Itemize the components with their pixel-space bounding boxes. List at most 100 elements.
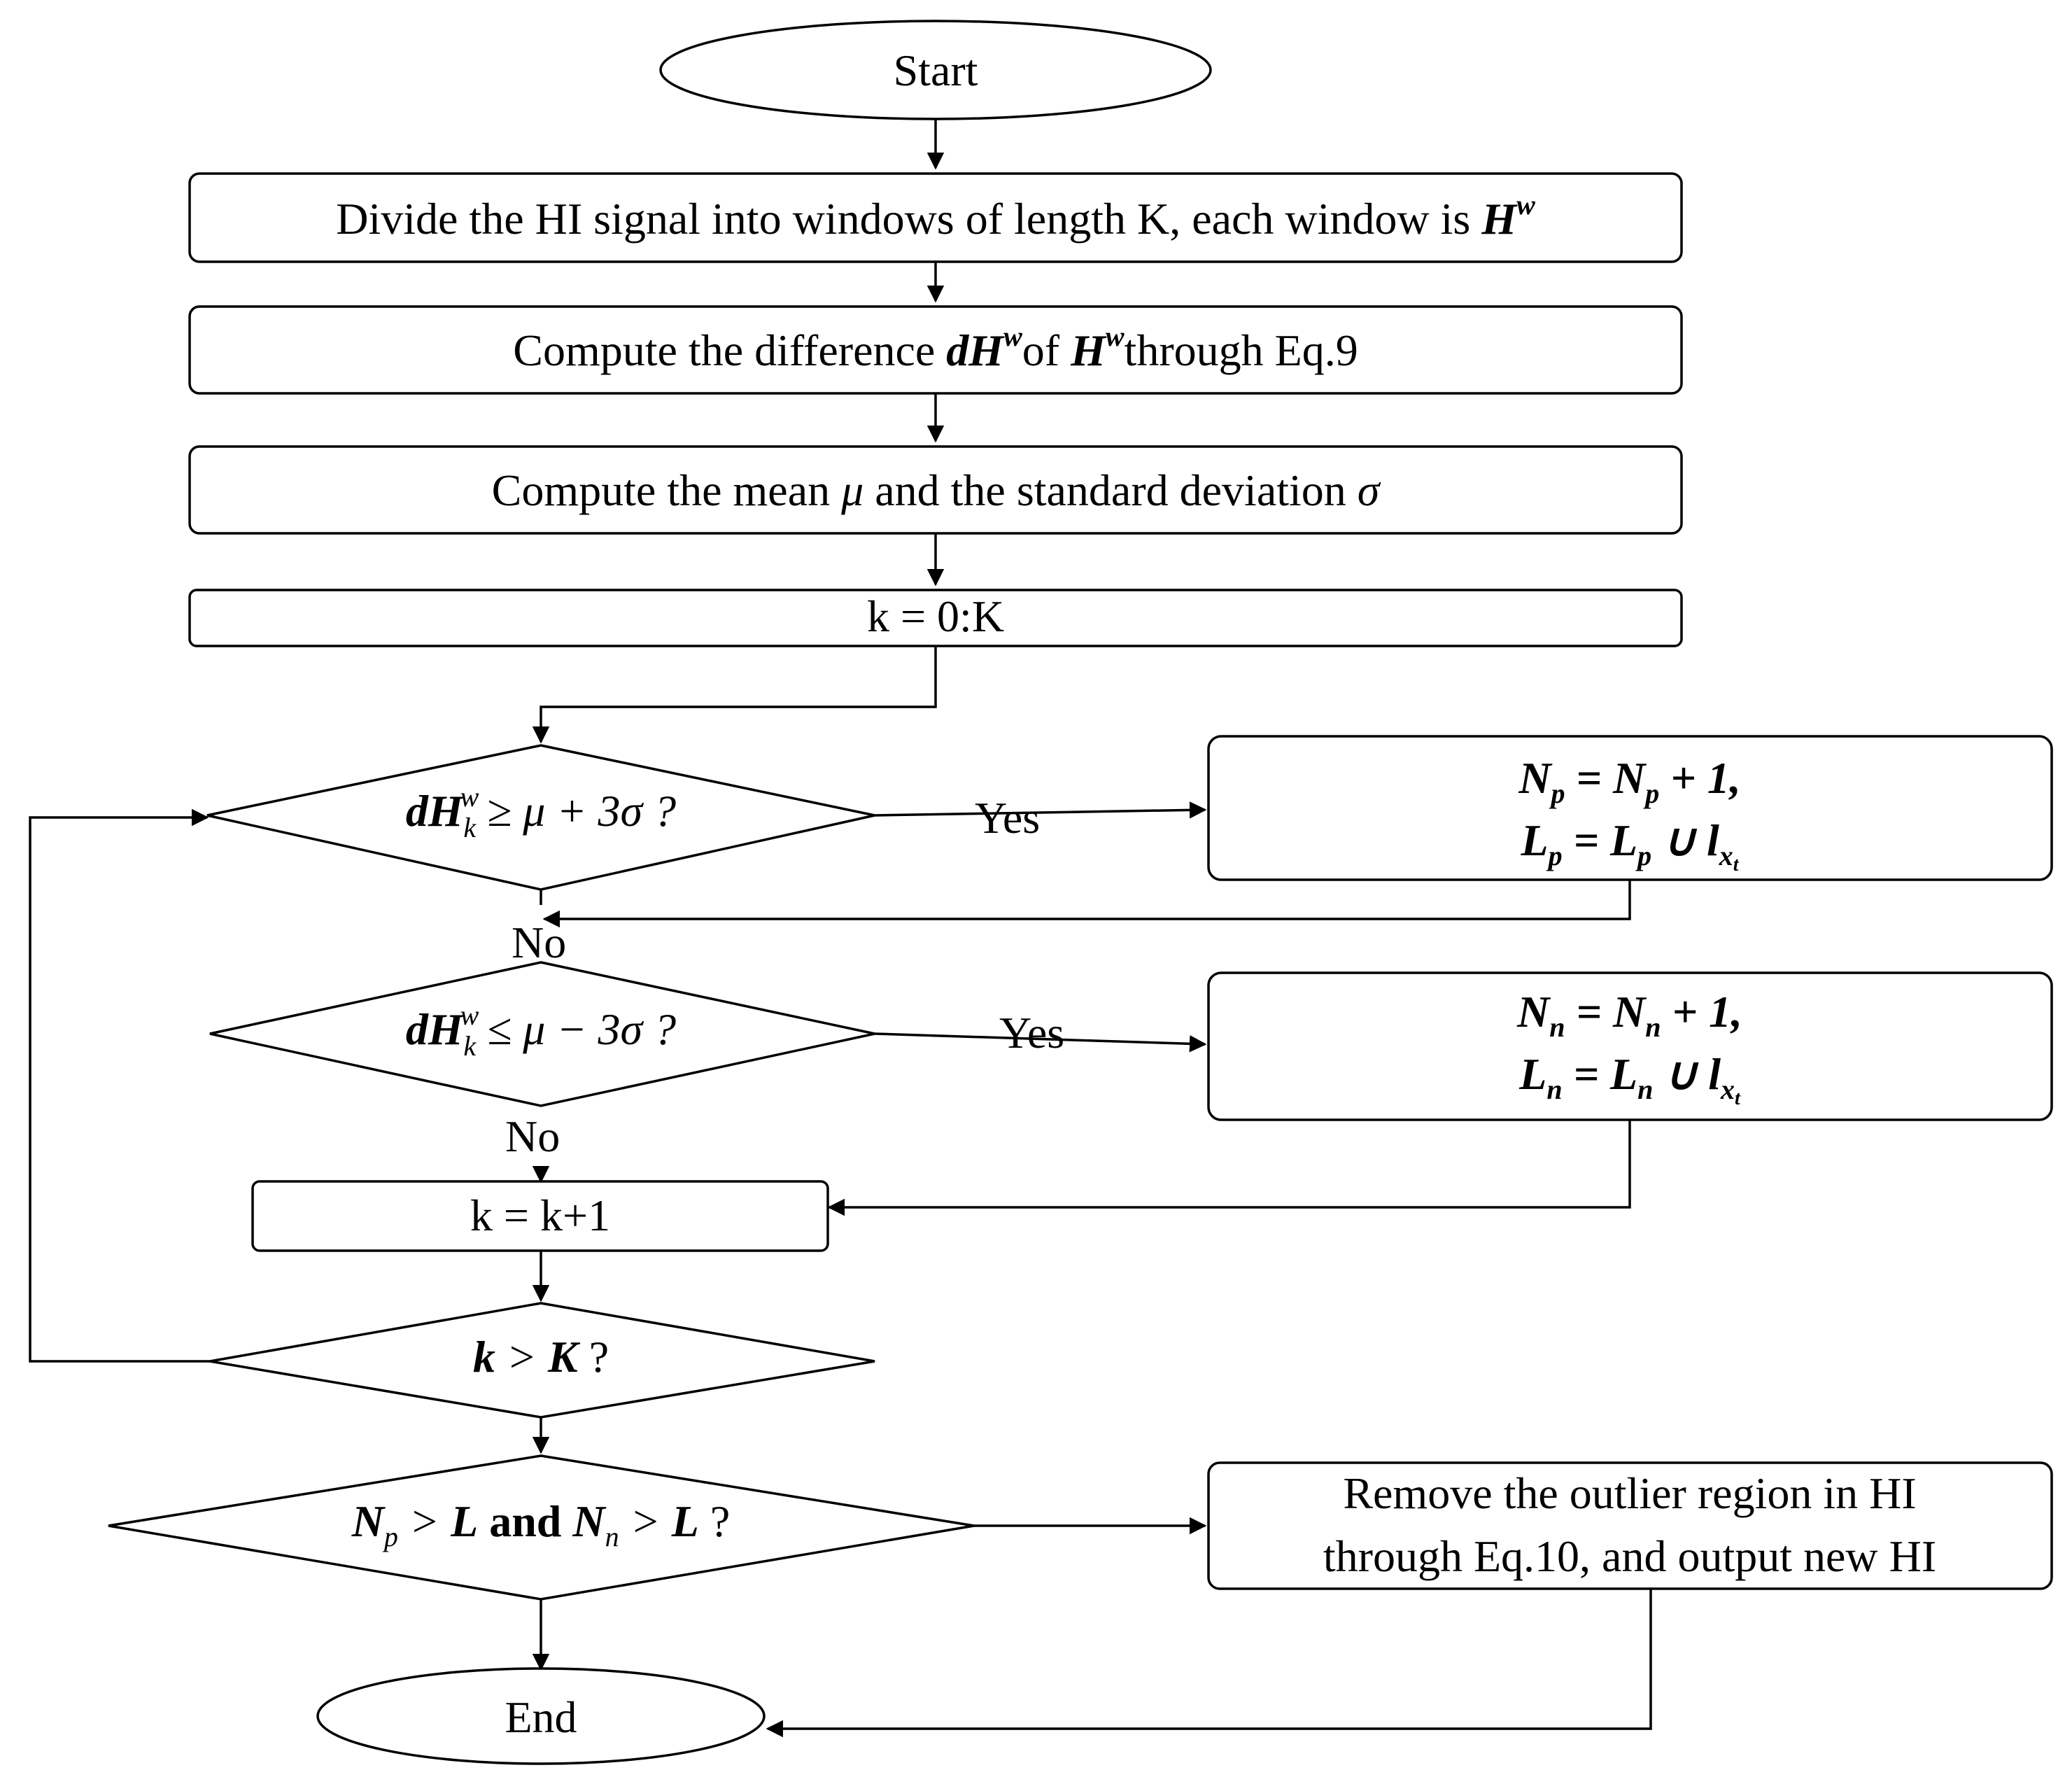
remove-line2: through Eq.10, and output new HI — [1323, 1531, 1936, 1581]
final-check-q: ? — [699, 1496, 730, 1546]
connectors — [29, 119, 1652, 1738]
final-check-d: L — [671, 1496, 699, 1546]
final-check-c-sub: n — [605, 1521, 619, 1552]
mean-std-step: Compute the mean μ and the standard devi… — [188, 445, 1683, 535]
lower-cond-sub: k — [463, 1030, 477, 1062]
mean-std-pre: Compute the mean — [492, 465, 841, 515]
difference-var1: dH — [946, 325, 1005, 375]
pos-l2-c: l — [1707, 815, 1719, 865]
neg-l1-eq: = — [1565, 987, 1613, 1037]
final-check-condition: Np > L and Nn > L ? — [108, 1454, 975, 1601]
difference-pre: Compute the difference — [513, 325, 946, 375]
neg-l2-eq: = — [1563, 1049, 1610, 1099]
arrow-upper-yes — [874, 801, 1207, 819]
arrow-negative-return — [827, 1120, 1631, 1216]
final-check-b: L — [450, 1496, 478, 1546]
loop-check-b: K — [547, 1332, 581, 1382]
pos-l2-b-sub: p — [1635, 840, 1651, 871]
neg-l2-b: L — [1609, 1049, 1637, 1099]
remove-line1: Remove the outlier region in HI — [1343, 1468, 1916, 1518]
difference-sup1: w — [1003, 321, 1022, 352]
final-check-label: Np > L and Nn > L ? — [351, 1496, 731, 1552]
remove-outlier-step: Remove the outlier region in HI through … — [1207, 1461, 2053, 1590]
loop-init-label: k = 0:K — [867, 591, 1004, 641]
pos-l2-a-sub: p — [1546, 840, 1563, 871]
pos-l2-eq: = — [1563, 815, 1610, 865]
lower-cond-rest: ≤ μ − 3σ ? — [476, 1004, 676, 1054]
pos-l1-rest: + 1, — [1659, 753, 1740, 803]
difference-step: Compute the difference dHwof Hwthrough E… — [188, 305, 1683, 395]
upper-cond-var: dH — [406, 786, 465, 836]
pos-l2-c-subsub: t — [1733, 854, 1740, 876]
neg-l1-rest: + 1, — [1661, 987, 1742, 1037]
neg-l1-b-sub: n — [1645, 1011, 1661, 1043]
lower-cond-var: dH — [406, 1004, 465, 1054]
neg-l2-a: L — [1518, 1049, 1546, 1099]
arrow-loop-to-upper-cond — [532, 646, 937, 744]
pos-l2-b: L — [1609, 815, 1637, 865]
end-label: End — [505, 1692, 577, 1742]
mean-std-label: Compute the mean μ and the standard devi… — [492, 465, 1381, 515]
pos-l1-a: N — [1518, 753, 1553, 803]
edge-label-yes-upper: Yes — [975, 793, 1040, 843]
final-check-c: N — [572, 1496, 607, 1546]
divide-sup: w — [1516, 189, 1535, 220]
lower-cond-sup: w — [460, 999, 479, 1031]
divide-var: H — [1481, 194, 1518, 244]
pos-l1-b-sub: p — [1643, 778, 1659, 809]
positive-update-line1: Np = Np + 1, — [1518, 753, 1740, 809]
negative-update-step: Nn = Nn + 1, Ln = Ln ∪ lxt — [1207, 971, 2053, 1121]
mean-std-mid: and the standard deviation — [864, 465, 1358, 515]
pos-l2-a: L — [1520, 815, 1548, 865]
final-check-a-sub: p — [382, 1521, 398, 1552]
upper-cond-sub: k — [463, 812, 477, 843]
negative-update-line1: Nn = Nn + 1, — [1516, 987, 1742, 1043]
loop-check-a: k — [473, 1332, 495, 1382]
neg-l2-op: ∪ — [1653, 1049, 1708, 1099]
difference-post: through Eq.9 — [1125, 325, 1358, 375]
divide-label: Divide the HI signal into windows of len… — [336, 189, 1535, 244]
positive-update-line2: Lp = Lp ∪ lxt — [1520, 815, 1739, 876]
arrow-positive-return — [542, 880, 1631, 928]
final-check-a: N — [351, 1496, 386, 1546]
end-node: End — [316, 1667, 766, 1765]
divide-step: Divide the HI signal into windows of len… — [188, 172, 1683, 263]
neg-l2-c-subsub: t — [1735, 1088, 1741, 1109]
difference-mid: of — [1022, 325, 1071, 375]
final-check-op1: > — [398, 1496, 451, 1546]
upper-cond-rest: ≥ μ + 3σ ? — [476, 786, 676, 836]
loop-check-q: ? — [578, 1332, 609, 1382]
edge-label-yes-lower: Yes — [999, 1008, 1064, 1058]
neg-l2-a-sub: n — [1546, 1074, 1562, 1105]
pos-l1-b: N — [1612, 753, 1647, 803]
mean-symbol: μ — [840, 465, 864, 515]
arrow-lower-yes — [874, 1032, 1207, 1053]
pos-l1-eq: = — [1565, 753, 1613, 803]
start-label: Start — [894, 45, 978, 95]
difference-label: Compute the difference dHwof Hwthrough E… — [513, 321, 1358, 375]
loop-check-label: k > K ? — [473, 1332, 609, 1382]
neg-l2-c: l — [1708, 1049, 1721, 1099]
edge-label-no-lower: No — [505, 1111, 560, 1161]
negative-update-line2: Ln = Ln ∪ lxt — [1518, 1049, 1741, 1109]
neg-l2-b-sub: n — [1637, 1074, 1653, 1105]
divide-text: Divide the HI signal into windows of len… — [336, 194, 1481, 244]
loop-check-op: > — [495, 1332, 548, 1382]
positive-update-step: Np = Np + 1, Lp = Lp ∪ lxt — [1207, 735, 2053, 881]
arrow-remove-to-end — [766, 1589, 1652, 1738]
pos-l2-c-sub: x — [1719, 840, 1733, 871]
loop-init-step: k = 0:K — [188, 589, 1683, 647]
neg-l1-a-sub: n — [1549, 1011, 1565, 1043]
arrow-loop-back — [29, 808, 210, 1363]
pos-l2-op: ∪ — [1651, 815, 1707, 865]
loop-check-condition: k > K ? — [209, 1302, 875, 1419]
final-check-and: and — [478, 1496, 572, 1546]
edge-label-no-upper: No — [512, 918, 566, 967]
difference-sup2: w — [1106, 321, 1125, 352]
neg-l1-b: N — [1612, 987, 1647, 1037]
pos-l1-a-sub: p — [1549, 778, 1565, 809]
neg-l1-a: N — [1516, 987, 1551, 1037]
